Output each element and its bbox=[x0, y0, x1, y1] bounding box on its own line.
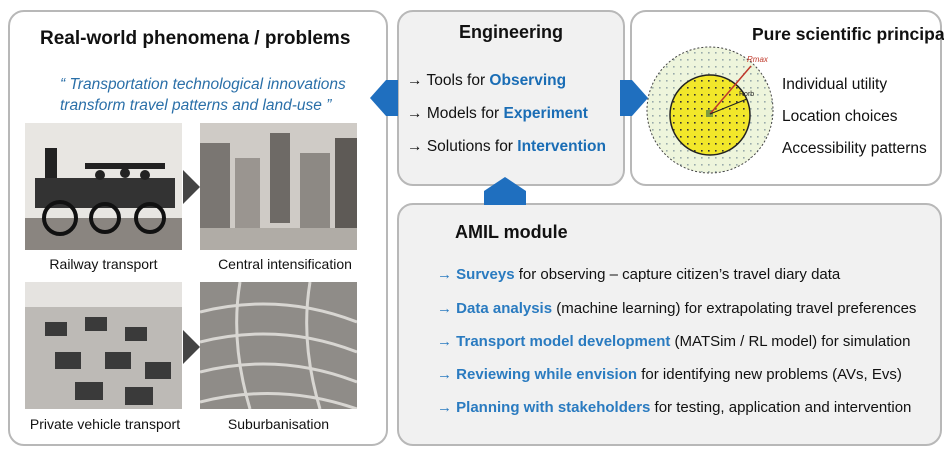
central-intensification-photo bbox=[200, 123, 357, 250]
quote-line-2: transform travel patterns and land-use ” bbox=[60, 97, 332, 114]
amil-item: → Data analysis (machine learning) for e… bbox=[437, 300, 917, 317]
engineering-item: → Solutions for Intervention bbox=[407, 138, 606, 155]
transition-arrow-icon bbox=[183, 330, 200, 364]
amil-item: → Reviewing while envision for identifyi… bbox=[437, 366, 902, 383]
left-arrow-icon bbox=[370, 80, 398, 116]
engineering-item: → Tools for Observing bbox=[407, 72, 567, 89]
caption-central: Central intensification bbox=[218, 256, 352, 272]
caption-railway: Railway transport bbox=[49, 256, 158, 272]
suburbanisation-photo bbox=[200, 282, 357, 409]
amil-item: → Surveys for observing – capture citize… bbox=[437, 266, 841, 283]
caption-private-vehicle: Private vehicle transport bbox=[29, 416, 181, 432]
amil-module-panel: AMIL module → Surveys for observing – ca… bbox=[397, 203, 942, 446]
right-arrow-icon bbox=[620, 80, 648, 116]
pure-science-title: Pure scientific principals bbox=[752, 24, 944, 44]
pure-science-panel: Pure scientific principals Rmax Rorb Ind… bbox=[630, 10, 944, 186]
up-arrow-icon bbox=[484, 177, 526, 205]
quote: “ Transportation technological innovatio… bbox=[60, 74, 346, 116]
amil-title: AMIL module bbox=[455, 222, 568, 242]
caption-suburbanisation: Suburbanisation bbox=[227, 416, 330, 432]
amil-item: → Transport model development (MATSim / … bbox=[437, 333, 911, 350]
utility-circle-diagram: Rmax Rorb bbox=[646, 46, 774, 174]
r-max-label: Rmax bbox=[747, 55, 769, 64]
engineering-item: → Models for Experiment bbox=[407, 105, 588, 122]
principle-item: Accessibility patterns bbox=[782, 140, 927, 157]
transition-arrow-icon bbox=[183, 170, 200, 204]
engineering-title: Engineering bbox=[458, 22, 563, 42]
principle-item: Individual utility bbox=[782, 76, 888, 93]
private-vehicle-photo bbox=[25, 282, 182, 409]
engineering-panel: Engineering → Tools for Observing → Mode… bbox=[397, 10, 625, 186]
quote-line-1: “ Transportation technological innovatio… bbox=[60, 76, 346, 93]
railway-photo bbox=[25, 123, 182, 250]
principle-item: Location choices bbox=[782, 108, 898, 125]
amil-item: → Planning with stakeholders for testing… bbox=[437, 399, 912, 416]
r-orb-label: Rorb bbox=[739, 91, 754, 98]
real-world-title: Real-world phenomena / problems bbox=[40, 28, 351, 49]
